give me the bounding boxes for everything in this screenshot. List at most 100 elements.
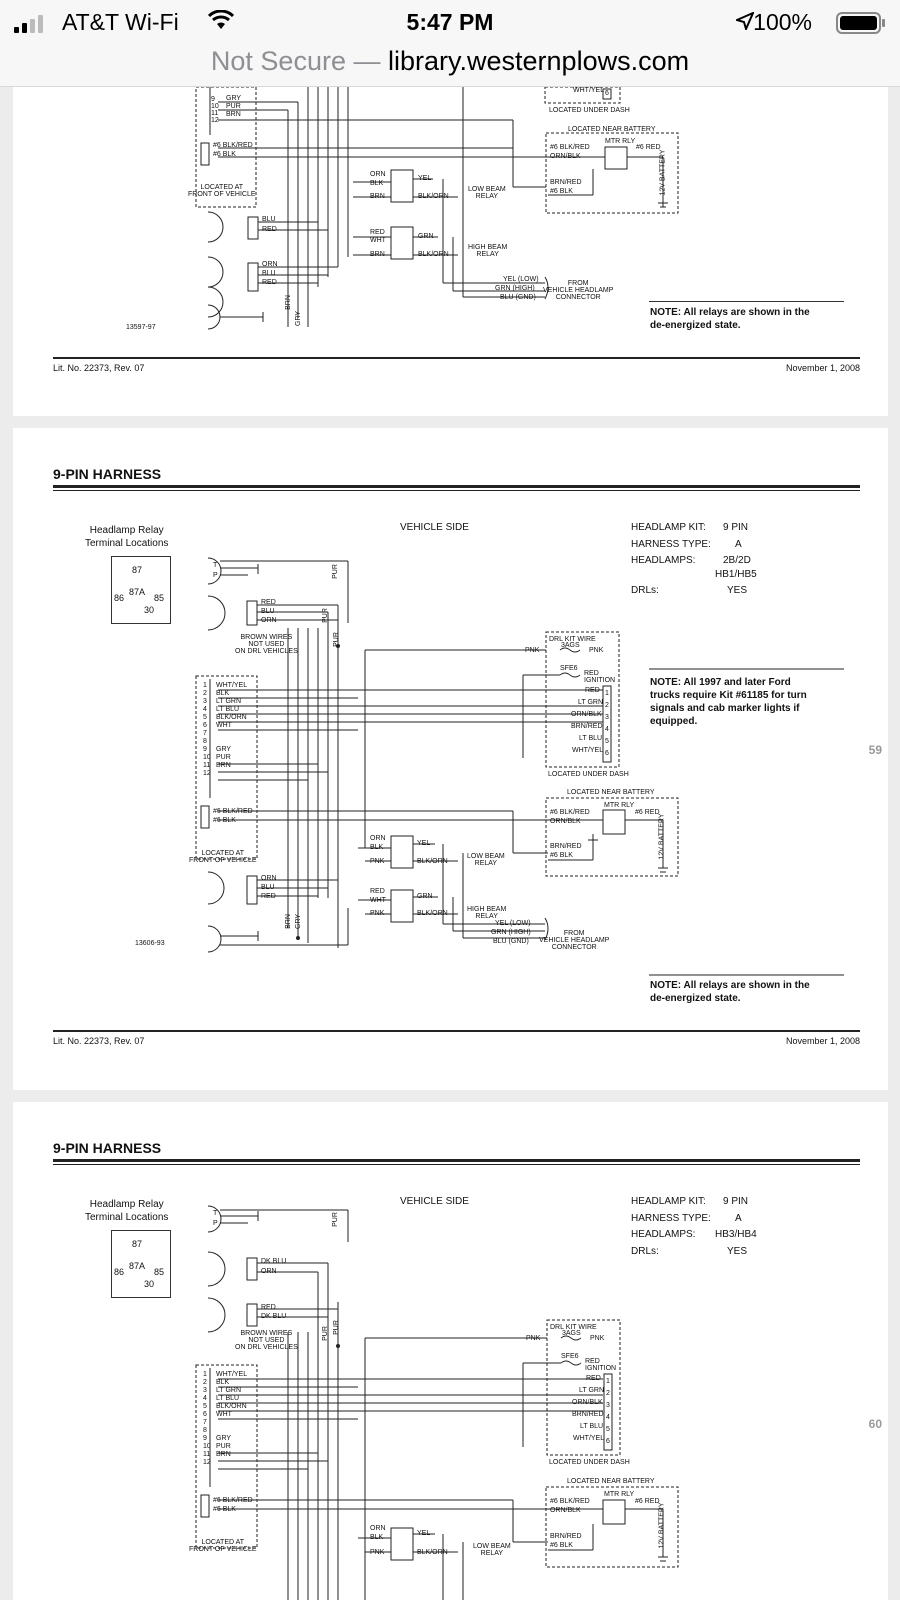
wire-label: #6 BLK <box>550 852 573 859</box>
status-time: 5:47 PM <box>406 9 494 35</box>
wire-label: BLK <box>216 690 230 697</box>
wire-label: LT BLU <box>580 1423 604 1430</box>
wire-label: YEL <box>418 175 432 182</box>
location-arrow-icon <box>736 12 754 30</box>
address-bar[interactable]: Not Secure — library.westernplows.com <box>0 44 900 87</box>
wire-label: RED <box>261 599 276 606</box>
page-title: 9-PIN HARNESS <box>53 1140 162 1156</box>
pin-number: 4 <box>203 706 207 713</box>
drawing-number: 13597-97 <box>126 324 156 331</box>
vertical-wire-label: GRY <box>295 310 303 327</box>
pin-number: 9 <box>203 746 207 753</box>
pin-number: 11 <box>203 762 211 769</box>
wire-label: RED <box>370 229 385 236</box>
wire-label: ORN <box>261 1268 277 1275</box>
spec-value: 2B/2D <box>723 555 751 566</box>
wire-label: ORN <box>370 835 386 842</box>
pin-number: 10 <box>203 1443 211 1450</box>
wire-label: YEL (LOW) <box>503 276 539 283</box>
spec-label: HEADLAMPS: <box>631 1229 696 1240</box>
battery-box-title: LOCATED NEAR BATTERY <box>567 789 655 796</box>
wire-label: WHT/YEL <box>572 747 604 754</box>
wire-label: ORN <box>261 875 277 882</box>
wire-label <box>216 1427 218 1434</box>
wire-label: BLK <box>370 1534 384 1541</box>
wire-label: PNK <box>590 1335 605 1342</box>
pin-number: 6 <box>605 750 609 757</box>
wire-label: WHT <box>370 897 386 904</box>
battery-box-title: LOCATED NEAR BATTERY <box>567 1478 655 1485</box>
high-beam-relay-label: HIGH BEAM RELAY <box>468 244 508 258</box>
pin-number: 9 <box>203 1435 207 1442</box>
wire-label: ORN/BLK <box>571 711 602 718</box>
drl-box-title: DRL KIT WIRE <box>549 636 596 643</box>
wire-label: RED <box>262 226 277 233</box>
pin-label: P <box>213 572 218 579</box>
wire-label: LT BLU <box>579 735 603 742</box>
terminal-85: 85 <box>154 1267 165 1277</box>
pin-number: 1 <box>606 1378 610 1385</box>
wire-label: GRY <box>216 1435 232 1442</box>
pin-number: 7 <box>203 730 207 737</box>
wire-label: LT BLU <box>216 706 240 713</box>
wire-label: PUR <box>216 754 231 761</box>
page-number: 59 <box>868 743 882 757</box>
document-page-59: 9-PIN HARNESS Headlamp Relay Terminal Lo… <box>13 428 888 1090</box>
wire-label: RED <box>370 888 385 895</box>
wire-label: ORN/BLK <box>550 1507 581 1514</box>
wire-label: DK BLU <box>261 1313 287 1320</box>
wire-label: LT GRN <box>216 698 242 705</box>
wire-label: BLK/ORN <box>216 1403 247 1410</box>
wire-label: BLU <box>262 270 276 277</box>
pin-number: 9 <box>211 96 215 103</box>
wire-label: PNK <box>589 647 604 654</box>
wire-label: #6 BLK/RED <box>550 1498 590 1505</box>
wire-label <box>216 738 218 745</box>
wire-label: RED <box>261 893 276 900</box>
wire-label: YEL (LOW) <box>495 920 531 927</box>
wire-label: WHT/YEL <box>216 1371 248 1378</box>
pin-label: T <box>213 562 218 569</box>
battery-label: 12V BATTERY <box>658 1502 666 1549</box>
wire-label: BLU <box>261 884 275 891</box>
vertical-wire-label: PUR <box>332 1320 340 1335</box>
wire-label: ORN/BLK <box>550 153 581 160</box>
page-number: 60 <box>868 1417 882 1431</box>
wire-label: LT BLU <box>216 1395 240 1402</box>
pin-number: 6 <box>605 90 609 97</box>
mtr-rly-label: MTR RLY <box>604 1491 635 1498</box>
spec-value: YES <box>727 585 748 596</box>
dash-location-label: LOCATED UNDER DASH <box>549 1459 630 1466</box>
wire-label: BRN/RED <box>550 843 582 850</box>
wire-label: BRN <box>370 251 385 258</box>
terminal-30: 30 <box>144 605 155 615</box>
page1-wiring <box>53 87 860 359</box>
spec-value: 9 PIN <box>723 1196 749 1207</box>
drawing-number: 13606-93 <box>135 940 165 947</box>
wire-label: YEL <box>417 840 431 847</box>
wire-label: PNK <box>370 858 385 865</box>
drl-pin-numbers: 1 2 3 4 5 6 <box>606 1376 610 1448</box>
page-title: 9-PIN HARNESS <box>53 466 162 482</box>
connector-label: FROM VEHICLE HEADLAMP CONNECTOR <box>539 930 610 951</box>
wire-label: PUR <box>226 103 241 110</box>
wire-label: LT GRN <box>578 699 604 706</box>
wire-label: WHT/YEL <box>216 682 248 689</box>
wire-label: RED <box>261 1304 276 1311</box>
wire-label: ORN <box>370 1525 386 1532</box>
wire-label: PNK <box>370 1549 385 1556</box>
wire-label <box>216 1419 218 1426</box>
wire-label: GRY <box>216 746 232 753</box>
status-bar: AT&T Wi-Fi 5:47 PM 100% <box>0 0 900 44</box>
wire-label: WHT <box>216 722 232 729</box>
wire-label: GRY <box>226 95 242 102</box>
wire-label: GRN <box>418 233 434 240</box>
wire-label: #6 BLK/RED <box>213 1497 253 1504</box>
vertical-wire-label: PUR <box>321 608 329 623</box>
wire-label: #6 BLK/RED <box>213 808 253 815</box>
pin-number: 5 <box>203 1403 207 1410</box>
wire-label: BRN <box>226 111 241 118</box>
wire-label: ORN/BLK <box>550 818 581 825</box>
wire-label: PNK <box>526 1335 541 1342</box>
pin-number: 6 <box>203 1411 207 1418</box>
